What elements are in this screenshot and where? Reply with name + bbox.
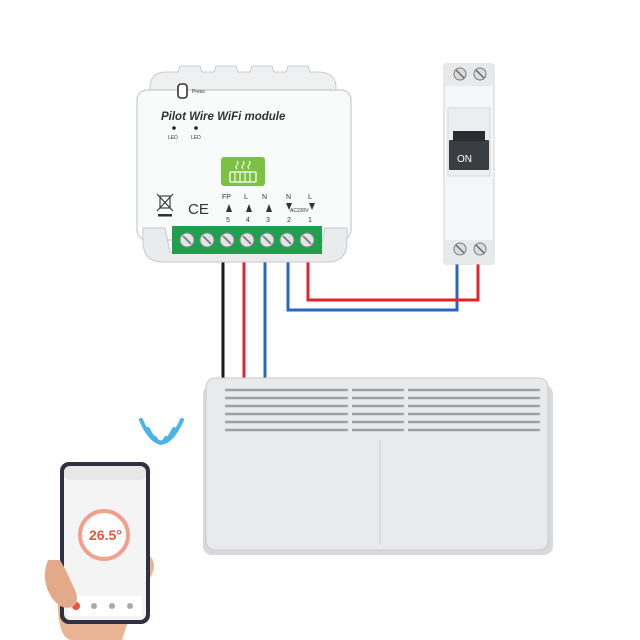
terminal-number-3: 3 [266, 217, 270, 224]
red-wire-breaker [306, 252, 480, 302]
led-label-2: LED [191, 135, 201, 141]
arrow-up-icon [266, 204, 272, 212]
breaker-on-label: ON [457, 154, 472, 165]
led-indicator-2 [194, 126, 198, 130]
breaker-toggle[interactable] [449, 140, 489, 170]
mode-button-icon[interactable] [91, 603, 97, 609]
terminal-label-n-out: N [262, 194, 267, 201]
terminal-label-l-out: L [244, 194, 248, 201]
arrow-up-icon [246, 204, 252, 212]
voltage-label: AC230V [290, 208, 309, 214]
thumb [44, 560, 77, 608]
arrow-up-icon [226, 204, 232, 212]
heat-waves-icon [235, 160, 251, 170]
thermostat-dial [78, 509, 130, 561]
arrow-down-icon [309, 203, 315, 210]
module-title: Pilot Wire WiFi module [161, 111, 286, 123]
pilot-wire-module: Press Pilot Wire WiFi module LED LED CE … [136, 65, 352, 263]
timer-button-icon[interactable] [127, 603, 133, 609]
led-indicator-1 [172, 126, 176, 130]
press-button[interactable] [177, 83, 188, 99]
wifi-icon [139, 418, 184, 445]
ce-mark: CE [188, 201, 209, 218]
press-label: Press [192, 89, 205, 95]
settings-button-icon[interactable] [109, 603, 115, 609]
terminal-label-fp: FP [222, 194, 231, 201]
radiator-icon [229, 171, 257, 183]
terminal-number-1: 1 [308, 217, 312, 224]
terminal-number-5: 5 [226, 217, 230, 224]
terminal-label-n-in: N [286, 194, 291, 201]
arrow-down-icon [286, 203, 292, 210]
heater-body [205, 377, 549, 551]
phone-in-hand: 26.5° [44, 462, 154, 640]
terminal-number-2: 2 [287, 217, 291, 224]
terminal-number-4: 4 [246, 217, 250, 224]
electric-heater [203, 377, 553, 555]
blue-wire-breaker [286, 252, 459, 312]
circuit-breaker: ON [443, 63, 495, 265]
weee-bin-icon [156, 193, 174, 217]
terminal-label-l-in: L [308, 194, 312, 201]
led-label-1: LED [168, 135, 178, 141]
terminal-screws [179, 232, 315, 248]
phone-temperature: 26.5° [89, 527, 122, 543]
heater-vents [225, 388, 540, 432]
terminal-labels: FP L N N L AC230V 5 4 3 2 1 [222, 194, 315, 224]
wires [221, 252, 480, 378]
